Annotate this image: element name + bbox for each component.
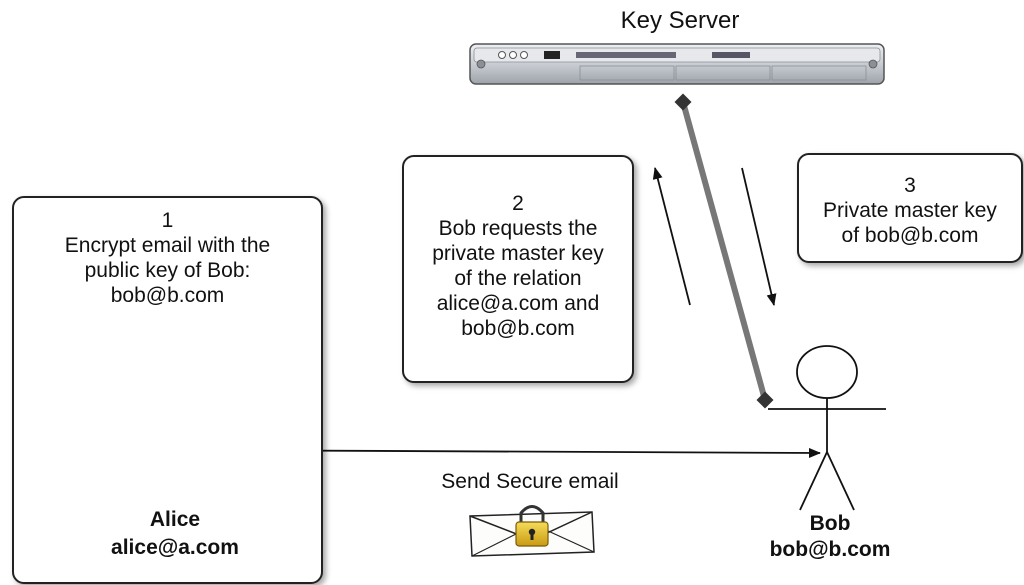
bob-name: Bob [809, 512, 851, 535]
step-2-number: 2 [512, 192, 524, 215]
send-secure-email-label: Send Secure email [441, 470, 619, 493]
padlock-icon [515, 505, 549, 547]
key-server-icon [469, 43, 885, 85]
step-2-line-3: of the relation [454, 267, 582, 290]
alice-email: alice@a.com [111, 536, 239, 559]
step-3-line-1: Private master key [823, 199, 997, 222]
step-1-box: 1 Encrypt email with the public key of B… [12, 196, 323, 584]
server-connection-line [674, 93, 774, 409]
key-server-title: Key Server [620, 7, 740, 34]
request-arrow [652, 167, 691, 306]
step-3-line-2: of bob@b.com [841, 224, 979, 247]
step-2-line-4: alice@a.com and [436, 292, 600, 315]
bob-figure-icon [768, 345, 886, 511]
step-2-box: 2 Bob requests the private master key of… [402, 155, 634, 383]
secure-envelope-icon [469, 505, 595, 557]
step-1-number: 1 [161, 209, 174, 232]
bob-email: bob@b.com [769, 538, 891, 561]
step-1-line-1: Encrypt email with the [64, 234, 271, 257]
step-1-line-3: bob@b.com [110, 284, 225, 307]
step-2-line-1: Bob requests the [438, 217, 598, 240]
step-3-box: 3 Private master key of bob@b.com [797, 153, 1023, 263]
step-2-line-5: bob@b.com [461, 317, 575, 340]
step-3-number: 3 [904, 174, 916, 197]
alice-name: Alice [149, 508, 201, 531]
step-2-line-2: private master key [432, 242, 604, 265]
response-arrow [741, 167, 777, 306]
step-1-line-2: public key of Bob: [84, 259, 251, 282]
